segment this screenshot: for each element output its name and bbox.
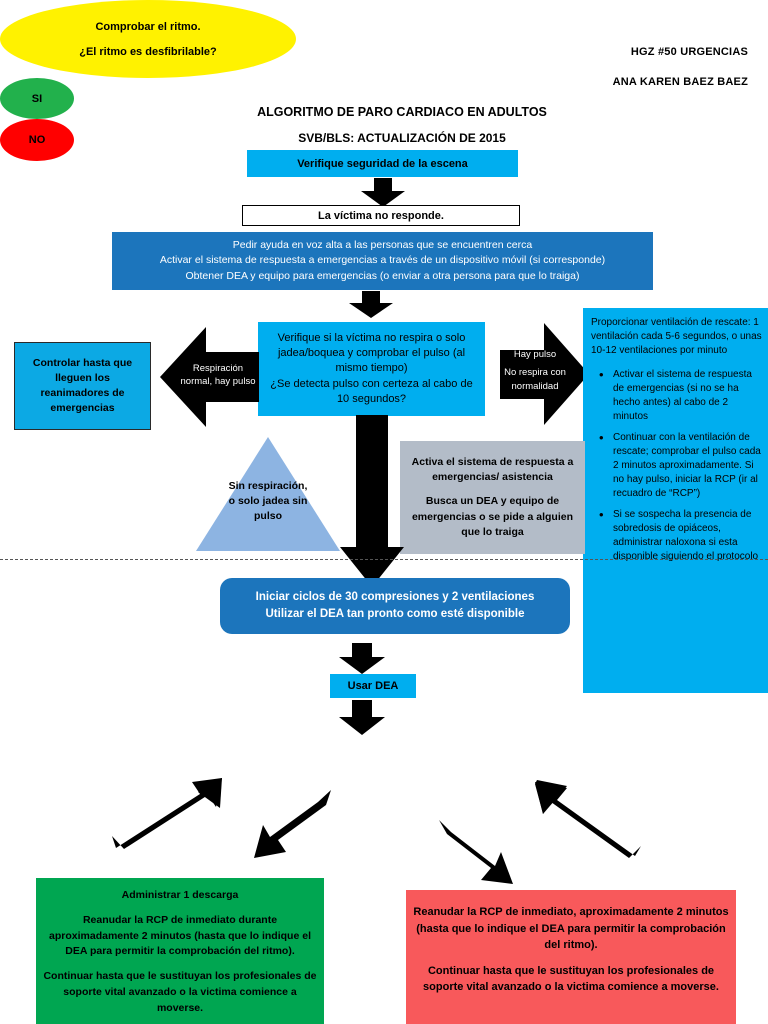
arrow-up-left-from-noshock-to-rhythm (533, 780, 643, 860)
arrow-right-label-line-3: normalidad (511, 380, 559, 392)
activate-gray-p1: Activa el sistema de respuesta a emergen… (411, 455, 574, 484)
node-monitor-text: Controlar hasta que lleguen los reanimad… (32, 356, 133, 415)
node-activate-emergency-system: Activa el sistema de respuesta a emergen… (400, 441, 585, 554)
check-breathing-line-1: Verifique si la víctima no respira o sol… (277, 332, 466, 345)
page-title: ALGORITMO DE PARO CARDIACO EN ADULTOS (257, 105, 547, 119)
noshock-box-p1: Reanudar la RCP de inmediato, aproximada… (413, 906, 729, 951)
arrow-down-aed-to-rhythm (338, 700, 386, 736)
cpr-cycles-line-2: Utilizar el DEA tan pronto como esté dis… (265, 608, 525, 620)
triangle-label: Sin respiración, o solo jadea sin pulso (196, 479, 340, 525)
rescue-panel-bullet-2: Continuar con la ventilación de rescate;… (599, 430, 762, 501)
arrow-left-label-line-2: normal, hay pulso (180, 376, 256, 388)
rescue-panel-lead: Proporcionar ventilación de rescate: 1 v… (591, 317, 762, 356)
check-breathing-line-2: jadea/boquea y comprobar el pulso (al (277, 347, 466, 360)
check-rhythm-p2: ¿El ritmo es desfibrilable? (79, 45, 217, 58)
arrow-down-scene-to-unresponsive (360, 178, 406, 208)
node-start-cpr-cycles: Iniciar ciclos de 30 compresiones y 2 ve… (220, 578, 570, 634)
decision-yes-circle: SI (0, 78, 74, 119)
cpr-cycles-line-1: Iniciar ciclos de 30 compresiones y 2 ve… (255, 590, 535, 603)
decision-check-rhythm: Comprobar el ritmo. ¿El ritmo es desfibr… (0, 0, 296, 78)
call-help-line-1: Pedir ayuda en voz alta a las personas q… (232, 239, 533, 252)
node-monitor-until-responders: Controlar hasta que lleguen los reanimad… (14, 342, 151, 430)
decision-yes-label: SI (31, 92, 43, 105)
arrow-down-long-to-cpr (338, 415, 406, 588)
arrow-left-label-line-1: Respiración (192, 363, 244, 374)
decision-no-label: NO (28, 134, 46, 146)
check-breathing-line-5: 10 segundos? (336, 392, 407, 405)
arrow-right-has-pulse: Hay pulso No respira con normalidad (500, 320, 590, 428)
section-divider (0, 559, 768, 560)
shock-box-p3: Continuar hasta que le sustituyan los pr… (43, 970, 317, 1014)
arrow-right-label-line-2: No respira con (504, 367, 566, 379)
node-call-for-help: Pedir ayuda en voz alta a las personas q… (112, 232, 653, 290)
node-victim-unresponsive: La víctima no responde. (242, 205, 520, 226)
node-use-aed-text: Usar DEA (347, 680, 399, 692)
arrow-down-help-to-check (348, 291, 394, 319)
node-check-breathing-pulse: Verifique si la víctima no respira o sol… (258, 322, 485, 416)
rescue-panel-bullet-list: Activar el sistema de respuesta de emerg… (591, 367, 762, 564)
node-resume-cpr: Reanudar la RCP de inmediato, aproximada… (406, 890, 736, 1024)
rescue-panel-bullet-1: Activar el sistema de respuesta de emerg… (599, 367, 762, 424)
arrow-right-label: Hay pulso No respira con normalidad (498, 348, 572, 393)
arrow-down-cpr-to-aed (338, 643, 386, 675)
call-help-line-3: Obtener DEA y equipo para emergencias (o… (185, 269, 580, 282)
triangle-label-line-2: o solo jadea sin (228, 495, 308, 508)
header-author: ANA KAREN BAEZ BAEZ (612, 76, 748, 88)
check-breathing-line-4: ¿Se detecta pulso con certeza al cabo de (270, 377, 473, 390)
decision-no-circle: NO (0, 119, 74, 161)
triangle-no-breathing: Sin respiración, o solo jadea sin pulso (196, 437, 340, 551)
shock-box-p1: Administrar 1 descarga (121, 889, 239, 901)
node-use-aed: Usar DEA (330, 674, 416, 698)
arrow-down-left-rhythm-to-shock (250, 788, 332, 864)
activate-gray-p2: Busca un DEA y equipo de emergencias o s… (411, 495, 574, 538)
node-scene-safety-text: Verifique seguridad de la escena (297, 157, 468, 170)
check-rhythm-p1: Comprobar el ritmo. (95, 20, 201, 33)
arrow-left-normal-breathing: Respiración normal, hay pulso (160, 324, 260, 430)
rescue-panel-bullet-3: Si se sospecha la presencia de sobredosi… (599, 507, 762, 564)
check-breathing-line-3: mismo tiempo) (335, 362, 408, 375)
arrow-right-label-line-1: Hay pulso (513, 349, 557, 360)
call-help-line-2: Activar el sistema de respuesta a emerge… (159, 254, 606, 267)
header-org: HGZ #50 URGENCIAS (630, 46, 748, 58)
page-subtitle: SVB/BLS: ACTUALIZACIÓN DE 2015 (298, 131, 506, 145)
triangle-label-line-1: Sin respiración, (228, 480, 308, 492)
arrow-up-right-from-shock-to-rhythm (112, 778, 224, 850)
arrow-down-right-rhythm-to-noshock (437, 818, 519, 890)
panel-rescue-breathing: Proporcionar ventilación de rescate: 1 v… (583, 308, 768, 693)
triangle-label-line-3: pulso (254, 510, 282, 523)
node-administer-shock: Administrar 1 descarga Reanudar la RCP d… (36, 878, 324, 1024)
node-victim-unresponsive-text: La víctima no responde. (318, 209, 444, 222)
arrow-left-label: Respiración normal, hay pulso (176, 362, 260, 389)
noshock-box-p2: Continuar hasta que le sustituyan los pr… (423, 964, 719, 994)
node-scene-safety: Verifique seguridad de la escena (247, 150, 518, 177)
shock-box-p2: Reanudar la RCP de inmediato durante apr… (49, 913, 311, 958)
